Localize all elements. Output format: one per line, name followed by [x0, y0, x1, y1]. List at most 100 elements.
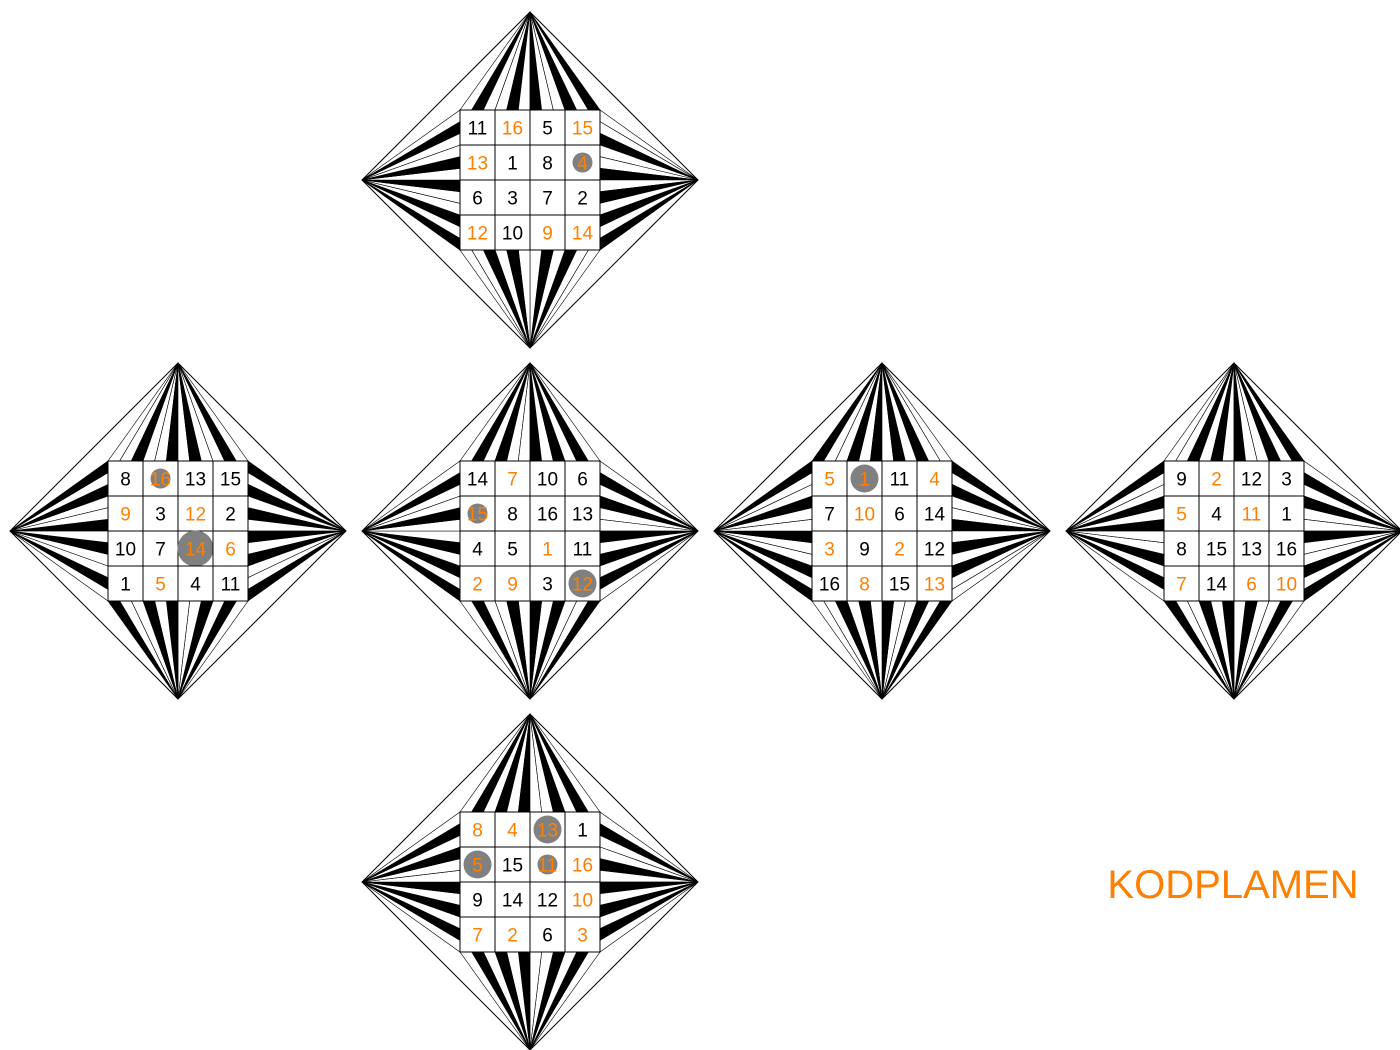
cell-number: 3: [155, 505, 166, 526]
cell-number: 1: [1281, 505, 1292, 526]
cell-number: 9: [472, 891, 483, 912]
cell-number: 3: [542, 575, 553, 596]
cell-number: 12: [185, 505, 206, 526]
cell-number: 2: [894, 540, 905, 561]
cell-number: 13: [1241, 540, 1262, 561]
cell-number: 10: [115, 540, 136, 561]
cell-number: 15: [1206, 540, 1227, 561]
cell-number: 1: [542, 540, 553, 561]
cell-number: 7: [472, 926, 483, 947]
cell-number: 5: [824, 470, 835, 491]
cell-number: 12: [1241, 470, 1262, 491]
cell-number: 8: [859, 575, 870, 596]
cell-number: 3: [507, 189, 518, 210]
face-center: 14710615816134511129312: [362, 363, 698, 699]
cell-number: 12: [924, 540, 945, 561]
cell-number: 2: [225, 505, 236, 526]
cell-number: 16: [502, 119, 523, 140]
cell-number: 1: [120, 575, 131, 596]
cell-number: 6: [225, 540, 236, 561]
cell-number: 7: [1176, 575, 1187, 596]
cell-number: 1: [577, 821, 588, 842]
cell-number: 10: [1276, 575, 1297, 596]
cell-number: 8: [120, 470, 131, 491]
cell-number: 8: [472, 821, 483, 842]
cell-number: 11: [538, 856, 558, 877]
cell-number: 12: [467, 224, 488, 245]
cell-number: 13: [467, 154, 488, 175]
cell-number: 13: [537, 821, 558, 842]
cell-number: 15: [220, 470, 241, 491]
cell-number: 12: [537, 891, 558, 912]
cell-number: 7: [824, 505, 835, 526]
cell-number: 13: [185, 470, 206, 491]
cell-number: 3: [1281, 470, 1292, 491]
cell-number: 11: [221, 575, 241, 596]
cell-number: 6: [894, 505, 905, 526]
cell-number: 14: [1206, 575, 1228, 596]
cell-number: 6: [542, 926, 553, 947]
cell-number: 7: [542, 189, 553, 210]
cell-number: 14: [502, 891, 524, 912]
cell-number: 6: [472, 189, 483, 210]
cell-number: 16: [537, 505, 558, 526]
cell-number: 12: [572, 575, 593, 596]
cell-number: 9: [542, 224, 553, 245]
cell-number: 5: [472, 856, 483, 877]
cell-number: 1: [859, 470, 870, 491]
cell-number: 13: [572, 505, 593, 526]
cell-number: 10: [572, 891, 593, 912]
cell-number: 1: [507, 154, 518, 175]
cell-number: 8: [542, 154, 553, 175]
cell-number: 16: [572, 856, 593, 877]
title-text: KODPLAMEN: [1107, 863, 1358, 907]
cell-number: 14: [572, 224, 594, 245]
cell-number: 5: [155, 575, 166, 596]
cell-number: 14: [467, 470, 489, 491]
cell-number: 16: [1276, 540, 1297, 561]
cell-number: 3: [577, 926, 588, 947]
cell-number: 2: [507, 926, 518, 947]
cell-number: 11: [890, 470, 910, 491]
cell-number: 2: [472, 575, 483, 596]
cell-number: 14: [185, 540, 207, 561]
cell-number: 9: [507, 575, 518, 596]
number-grid: 84131515111691412107263: [460, 812, 600, 952]
cell-number: 15: [502, 856, 523, 877]
number-grid: 51114710614392121681513: [812, 461, 952, 601]
cell-number: 6: [577, 470, 588, 491]
cell-number: 10: [502, 224, 523, 245]
cell-number: 2: [1211, 470, 1222, 491]
cell-number: 5: [1176, 505, 1187, 526]
cell-number: 15: [889, 575, 910, 596]
cell-number: 15: [467, 505, 488, 526]
cell-number: 8: [1176, 540, 1187, 561]
cell-number: 4: [190, 575, 201, 596]
cell-number: 5: [507, 540, 518, 561]
cell-number: 3: [824, 540, 835, 561]
face-top: 11165151318463721210914: [362, 12, 698, 348]
cell-number: 9: [120, 505, 131, 526]
cell-number: 10: [537, 470, 558, 491]
cell-number: 13: [924, 575, 945, 596]
cell-number: 5: [542, 119, 553, 140]
cell-number: 6: [1246, 575, 1257, 596]
cell-number: 16: [819, 575, 840, 596]
face-right: 51114710614392121681513: [714, 363, 1050, 699]
cell-number: 16: [150, 470, 171, 491]
cell-number: 7: [507, 470, 518, 491]
cell-number: 2: [577, 189, 588, 210]
cell-number: 4: [507, 821, 518, 842]
cell-number: 10: [854, 505, 875, 526]
cell-number: 11: [1242, 505, 1262, 526]
cell-number: 11: [573, 540, 593, 561]
cell-number: 4: [577, 154, 588, 175]
cell-number: 14: [924, 505, 946, 526]
cell-number: 4: [1211, 505, 1222, 526]
